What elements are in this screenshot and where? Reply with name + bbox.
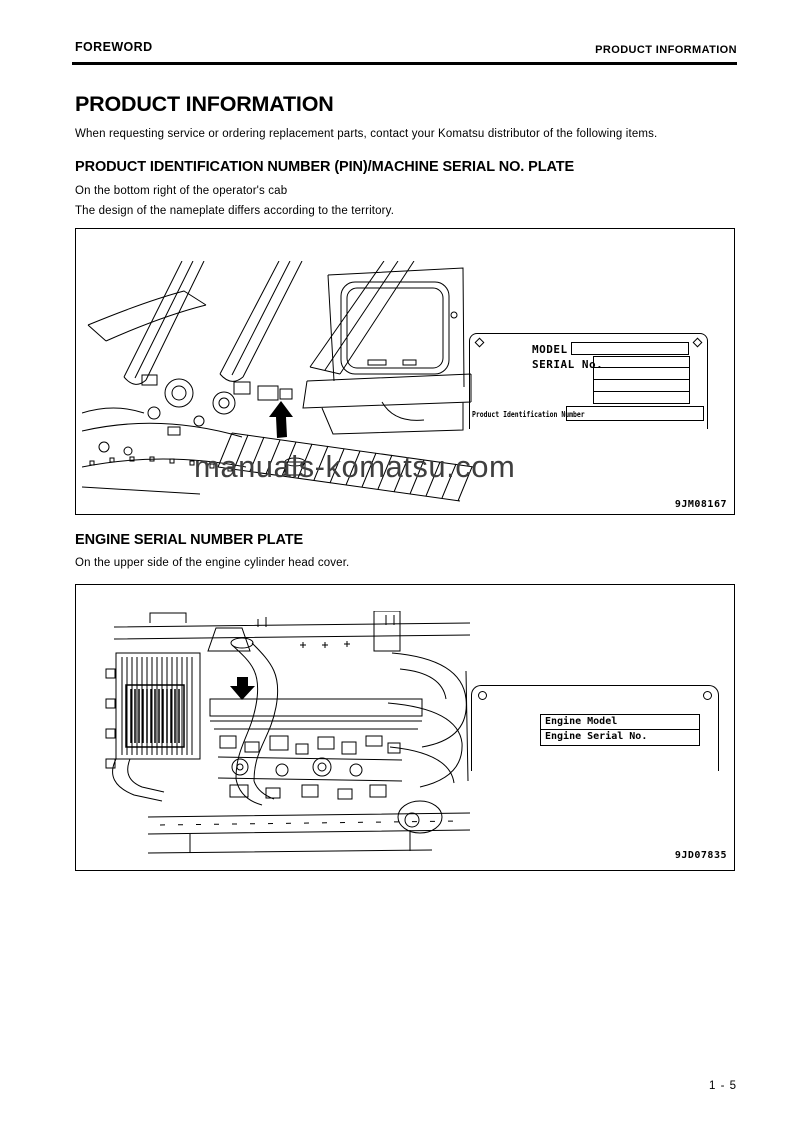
serial-value-boxes — [593, 356, 690, 404]
header-chapter-label: PRODUCT INFORMATION — [595, 44, 737, 56]
figure-code: 9JM08167 — [674, 499, 727, 510]
pin-section-line-2: The design of the nameplate differs acco… — [75, 205, 395, 217]
serial-value-box — [593, 356, 690, 368]
plate-location-arrow-icon — [230, 677, 255, 700]
pin-section-line-1: On the bottom right of the operator's ca… — [75, 185, 288, 197]
serial-label: SERIAL No. — [532, 358, 604, 371]
header-section-label: FOREWORD — [75, 40, 153, 54]
engine-illustration — [105, 611, 471, 854]
header-rule — [72, 62, 737, 65]
page-number: 1 - 5 — [708, 1080, 737, 1092]
figure-code: 9JD07835 — [674, 850, 727, 861]
engine-section-heading: ENGINE SERIAL NUMBER PLATE — [75, 532, 304, 548]
pin-section-heading: PRODUCT IDENTIFICATION NUMBER (PIN)/MACH… — [75, 159, 575, 175]
watermark-text: manuals-komatsu.com — [194, 449, 516, 484]
engine-serial-plate: Engine Model Engine Serial No. — [471, 685, 719, 771]
figure-engine-serial-plate: Engine Model Engine Serial No. 9JD07835 — [75, 584, 735, 871]
engine-plate-rows: Engine Model Engine Serial No. — [540, 714, 700, 746]
engine-serial-row: Engine Serial No. — [540, 730, 700, 746]
engine-model-row: Engine Model — [540, 714, 700, 730]
serial-value-box — [593, 380, 690, 392]
serial-value-box — [593, 392, 690, 404]
plate-location-arrow-icon — [269, 401, 293, 438]
pin-value-box — [566, 406, 704, 421]
page-title: PRODUCT INFORMATION — [75, 92, 334, 116]
intro-text: When requesting service or ordering repl… — [75, 128, 658, 140]
screw-hole-icon — [478, 691, 487, 700]
model-label: MODEL — [532, 343, 568, 356]
screw-hole-icon — [474, 337, 485, 348]
engine-section-line-1: On the upper side of the engine cylinder… — [75, 557, 350, 569]
excavator-illustration — [82, 261, 474, 502]
screw-hole-icon — [692, 337, 703, 348]
pin-label: Product Identification Number — [472, 410, 585, 419]
screw-hole-icon — [703, 691, 712, 700]
machine-serial-plate: MODEL SERIAL No. Product Identification … — [469, 333, 708, 429]
model-value-box — [571, 342, 689, 355]
figure-machine-serial-plate: manuals-komatsu.com MODEL SERIAL No. Pro… — [75, 228, 735, 515]
serial-value-box — [593, 368, 690, 380]
